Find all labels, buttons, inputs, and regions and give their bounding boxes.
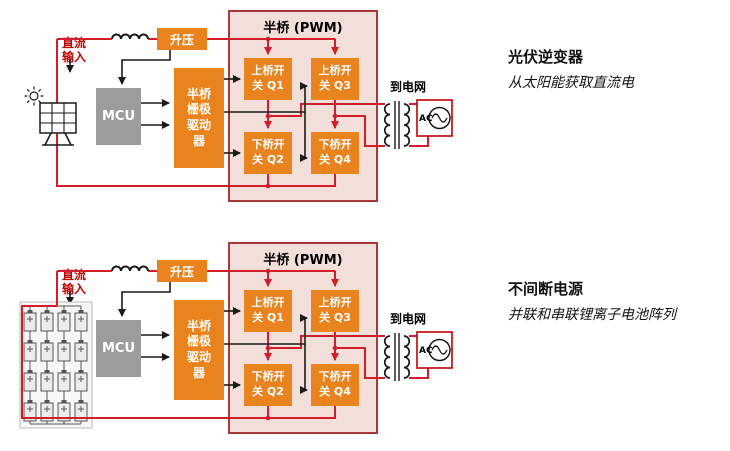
mcu-block: MCU <box>96 320 141 377</box>
half-bridge-title: 半桥 (PWM) <box>263 21 343 36</box>
solar-panel-icon <box>24 86 77 146</box>
switch-q3-block: 上桥开关 Q3 <box>311 58 359 100</box>
switch-q2-block: 下桥开关 Q2 <box>244 132 292 174</box>
switch-q3-block: 上桥开关 Q3 <box>311 290 359 332</box>
caption-title-ups: 不间断电源 <box>508 280 584 298</box>
switch-q4-block: 下桥开关 Q4 <box>311 132 359 174</box>
sun-icon <box>24 86 44 106</box>
switch-q4-block: 下桥开关 Q4 <box>311 364 359 406</box>
switch-q1-block: 上桥开关 Q1 <box>244 290 292 332</box>
boost-block: 升压 <box>157 28 207 50</box>
caption-title-pv: 光伏逆变器 <box>508 48 584 66</box>
gate-driver-block: 半桥栅极驱动器 <box>174 68 224 168</box>
half-bridge-title: 半桥 (PWM) <box>263 253 343 268</box>
dc-input-label: 直流输入 <box>62 268 87 297</box>
ac-label: AC <box>419 346 433 356</box>
battery-array-icon <box>19 301 93 429</box>
to-grid-label: 到电网 <box>390 312 427 326</box>
dc-input-label: 直流输入 <box>62 36 87 65</box>
switch-q2-block: 下桥开关 Q2 <box>244 364 292 406</box>
caption-subtitle-pv: 从太阳能获取直流电 <box>508 75 634 91</box>
caption-subtitle-ups: 并联和串联锂离子电池阵列 <box>508 307 676 323</box>
gate-driver-block: 半桥栅极驱动器 <box>174 300 224 400</box>
switch-q1-block: 上桥开关 Q1 <box>244 58 292 100</box>
boost-block: 升压 <box>157 260 207 282</box>
mcu-block: MCU <box>96 88 141 145</box>
to-grid-label: 到电网 <box>390 80 427 94</box>
ac-label: AC <box>419 114 433 124</box>
